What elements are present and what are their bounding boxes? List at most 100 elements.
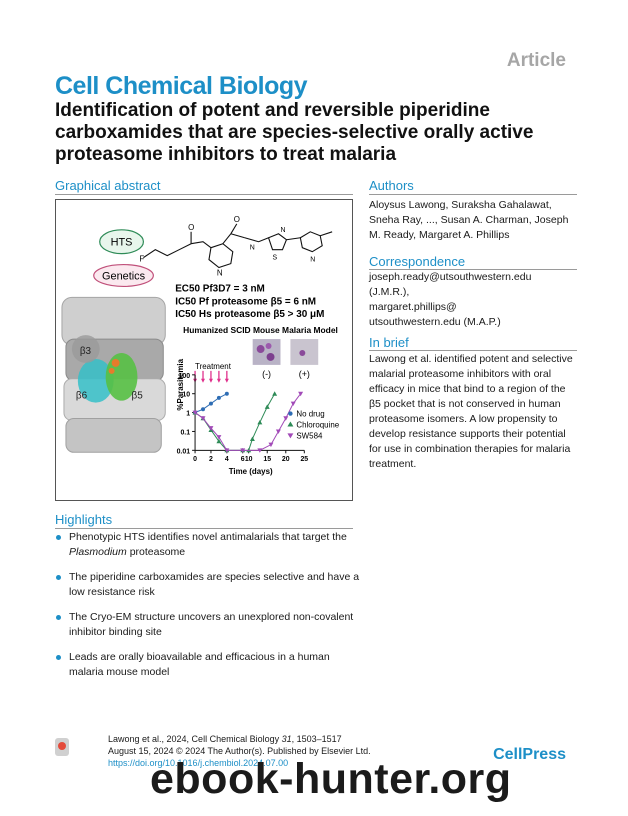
legend-label: No drug xyxy=(296,410,324,419)
legend-label: SW584 xyxy=(296,431,323,440)
in-brief-text: Lawong et al. identified potent and sele… xyxy=(369,353,573,470)
beta3-label: β3 xyxy=(80,346,92,357)
x-tick-label: 20 xyxy=(282,456,290,463)
smear-parasite-2 xyxy=(266,352,275,361)
nitrogen-label-2: N xyxy=(280,227,285,234)
bullet-icon xyxy=(56,615,61,620)
crossmark-icon[interactable] xyxy=(55,738,69,756)
x-axis-label: Time (days) xyxy=(229,467,273,476)
data-point xyxy=(216,438,222,444)
ic50-pf-line: IC50 Pf proteasome β5 = 6 nM xyxy=(175,296,316,307)
email-phillips-1[interactable]: margaret.phillips@ xyxy=(369,301,457,313)
in-brief-heading: In brief xyxy=(369,335,409,350)
data-point xyxy=(208,426,214,431)
sulfur-label: S xyxy=(273,255,278,262)
hts-label: HTS xyxy=(111,237,133,249)
x-tick-label: 2 xyxy=(209,456,213,463)
highlights-heading: Highlights xyxy=(55,512,113,527)
highlight-2-text: The piperidine carboxamides are species … xyxy=(69,571,360,598)
genetics-label: Genetics xyxy=(102,270,146,282)
fluorine-label: F xyxy=(139,255,144,264)
authors-text: Aloysus Lawong, Suraksha Gahalawat, Sneh… xyxy=(369,199,569,241)
model-title: Humanized SCID Mouse Malaria Model xyxy=(183,325,338,335)
positive-label: (+) xyxy=(299,369,310,379)
data-point xyxy=(283,416,289,421)
data-point xyxy=(240,448,246,453)
legend-marker xyxy=(288,411,293,416)
article-title: Identification of potent and reversible … xyxy=(55,100,534,165)
authors-rule xyxy=(369,194,577,195)
data-point xyxy=(200,416,206,421)
molecule-structure xyxy=(143,223,333,269)
correspondence-text: joseph.ready@utsouthwestern.edu (J.M.R.)… xyxy=(369,270,579,330)
highlight-1-text-a: Phenotypic HTS identifies novel antimala… xyxy=(69,531,347,543)
ga-rule xyxy=(55,194,353,195)
bullet-icon xyxy=(56,655,61,660)
beta5-label: β5 xyxy=(131,391,143,402)
authors-heading: Authors xyxy=(369,178,414,193)
data-point xyxy=(216,395,221,400)
treatment-arrow-head xyxy=(216,378,221,383)
nitrogen-label-3: N xyxy=(310,257,315,264)
ic50-hs-line: IC50 Hs proteasome β5 > 30 μM xyxy=(175,309,324,320)
hts-oval xyxy=(99,229,145,255)
email-ready[interactable]: joseph.ready@utsouthwestern.edu xyxy=(369,271,532,283)
negative-label: (-) xyxy=(262,369,271,379)
highlight-item: Leads are orally bioavailable and effica… xyxy=(55,650,365,680)
oxygen-label-1: O xyxy=(188,223,194,232)
cellpress-logo: CellPress xyxy=(493,746,566,763)
graphical-abstract: HTS Genetics F O O N N S N N EC50 Pf3D7 … xyxy=(55,199,353,501)
x-tick-label: 4 xyxy=(225,456,229,463)
data-point xyxy=(272,391,278,396)
data-point xyxy=(275,429,281,434)
article-type-tag: Article xyxy=(506,50,566,71)
data-point xyxy=(201,407,205,412)
email-phillips-2[interactable]: utsouthwestern.edu (M.A.P.) xyxy=(369,316,501,328)
doi-link[interactable]: https://doi.org/10.1016/j.chembiol.2024.… xyxy=(108,758,289,768)
bullet-icon xyxy=(56,575,61,580)
beta6-label: β6 xyxy=(76,391,88,402)
citation-line-2: August 15, 2024 © 2024 The Author(s). Pu… xyxy=(108,746,371,756)
data-point xyxy=(224,448,230,453)
data-point xyxy=(192,410,198,416)
treatment-arrow-head xyxy=(208,378,213,383)
smear-parasite-4 xyxy=(299,350,306,356)
treatment-label: Treatment xyxy=(195,362,232,371)
in-brief-rule xyxy=(369,350,577,351)
highlight-item: Phenotypic HTS identifies novel antimala… xyxy=(55,530,365,560)
data-point xyxy=(264,404,270,409)
data-point xyxy=(257,419,263,425)
correspondence-heading: Correspondence xyxy=(369,254,466,269)
graphical-abstract-heading: Graphical abstract xyxy=(55,178,161,193)
highlight-1-text-c: proteasome xyxy=(126,546,186,558)
graphical-abstract-figure: HTS Genetics F O O N N S N N EC50 Pf3D7 … xyxy=(61,215,340,476)
x-tick-label: 6 xyxy=(241,456,245,463)
smear-parasite-1 xyxy=(256,345,265,353)
series-line xyxy=(194,393,276,451)
cryo-em-structure xyxy=(61,296,166,453)
legend-marker xyxy=(287,421,294,427)
legend-marker xyxy=(287,433,294,439)
highlight-item: The piperidine carboxamides are species … xyxy=(55,570,365,600)
data-point xyxy=(208,401,213,406)
data-point xyxy=(290,401,296,407)
oxygen-label-2: O xyxy=(234,215,240,224)
legend-label: Chloroquine xyxy=(296,420,339,429)
treatment-arrow-head xyxy=(201,378,205,383)
name-ready: (J.M.R.), xyxy=(369,286,410,298)
y-axis-label: %Parasitemia xyxy=(176,358,185,410)
y-tick-label: 1 xyxy=(186,411,190,418)
data-point xyxy=(268,442,274,448)
journal-name: Cell Chemical Biology xyxy=(55,72,308,100)
data-point xyxy=(224,391,229,396)
treatment-arrows xyxy=(193,370,229,383)
y-tick-label: 10 xyxy=(182,392,190,399)
nitrogen-label-1: N xyxy=(217,269,223,278)
watermark: ebook-hunter.org xyxy=(150,755,512,803)
y-tick-label: 100 xyxy=(179,373,191,380)
data-point xyxy=(216,435,222,440)
x-tick-label: 25 xyxy=(300,456,308,463)
genetics-oval xyxy=(93,263,154,288)
